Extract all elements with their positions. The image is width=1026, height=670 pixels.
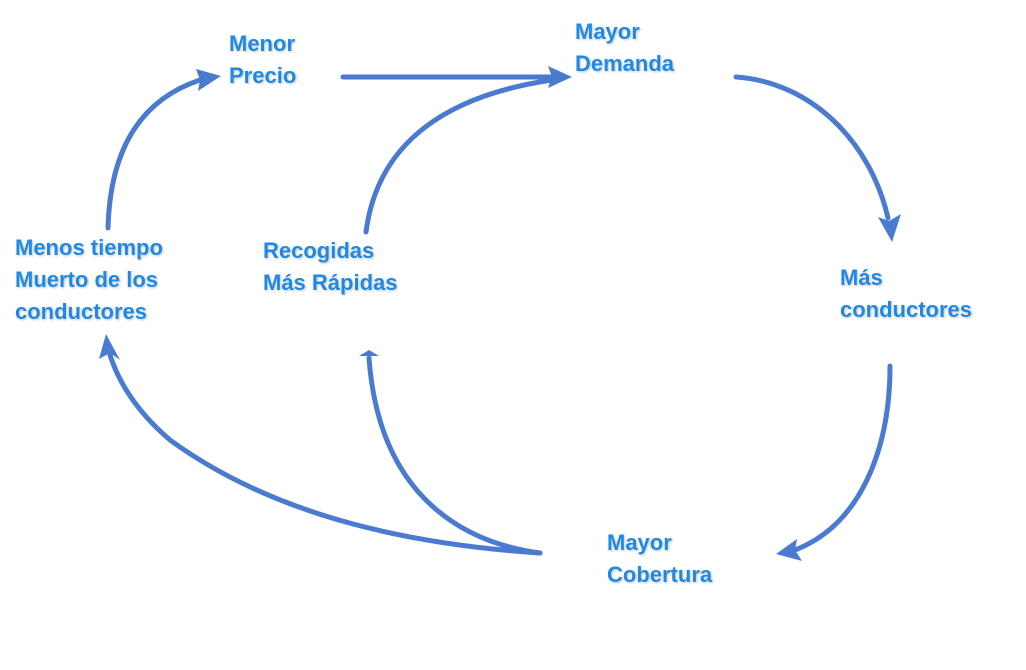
arrow-menos-tiempo-to-precio [105, 77, 203, 231]
node-menor-precio-line1: Menor [229, 31, 295, 56]
arrowhead-cobertura-to-recogidas [359, 350, 379, 356]
node-menor-precio: Menor Precio [229, 28, 296, 92]
node-recogidas-mas-rapidas: Recogidas Más Rápidas [263, 235, 398, 299]
node-recogidas-line1: Recogidas [263, 238, 375, 263]
node-mayor-cobertura: Mayor Cobertura [607, 527, 712, 591]
arrow-recogidas-to-demanda [363, 77, 555, 235]
arrow-cobertura-to-menos-tiempo [107, 352, 543, 556]
node-mayor-cobertura-line1: Mayor [607, 530, 672, 555]
node-mas-conductores-line2: conductores [840, 297, 973, 322]
node-menos-tiempo-line3: conductores [15, 299, 148, 324]
arrowhead-cobertura-to-menos-tiempo [99, 334, 120, 360]
node-recogidas-line2: Más Rápidas [263, 270, 398, 295]
arrowhead-precio-to-demanda [548, 66, 572, 88]
node-menos-tiempo-line1: Menos tiempo [15, 235, 163, 260]
node-mas-conductores-line1: Más [840, 265, 883, 290]
node-mayor-cobertura-line2: Cobertura [607, 562, 713, 587]
arrowhead-conductores-to-cobertura [776, 539, 802, 561]
arrowhead-menos-tiempo-to-precio [196, 69, 221, 91]
node-menor-precio-line2: Precio [229, 63, 297, 88]
node-menos-tiempo-muerto: Menos tiempo Muerto de los conductores [15, 232, 163, 328]
arrow-cobertura-to-recogidas [366, 355, 543, 556]
arrow-conductores-to-cobertura [792, 363, 893, 553]
node-menos-tiempo-line2: Muerto de los [15, 267, 159, 292]
node-mayor-demanda-line1: Mayor [575, 19, 640, 44]
node-mayor-demanda-line2: Demanda [575, 51, 675, 76]
node-mas-conductores: Más conductores [840, 262, 972, 326]
arrowhead-demanda-to-conductores [878, 214, 901, 242]
node-mayor-demanda: Mayor Demanda [575, 16, 674, 80]
arrow-demanda-to-conductores [733, 74, 891, 221]
